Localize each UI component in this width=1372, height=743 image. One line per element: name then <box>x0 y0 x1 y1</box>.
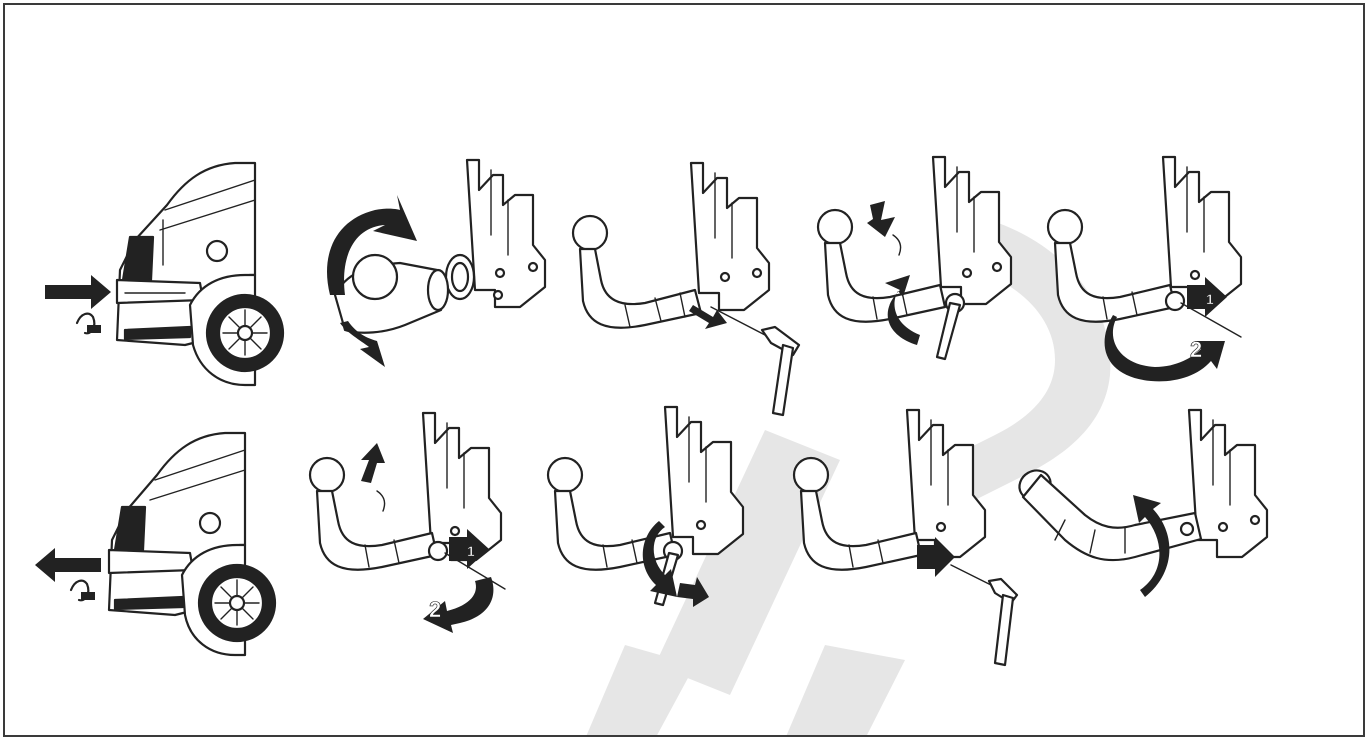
tow-bar-unit-2 <box>573 163 799 415</box>
tow-bar-unit-1 <box>327 160 545 367</box>
diagram-frame: 1 2 1 2 <box>3 3 1365 737</box>
step-label-1-bottom: 1 <box>467 543 475 559</box>
car-rear-bottom <box>35 433 275 655</box>
tow-bar-unit-3 <box>818 157 1011 359</box>
step-label-2-bottom: 2 <box>429 597 441 622</box>
car-rear-top <box>45 163 283 385</box>
step-label-2: 2 <box>1190 337 1202 362</box>
tow-bar-unit-5: 1 2 <box>310 413 505 633</box>
step-label-1: 1 <box>1206 291 1214 307</box>
tow-bar-diagram: 1 2 1 2 <box>5 5 1365 737</box>
